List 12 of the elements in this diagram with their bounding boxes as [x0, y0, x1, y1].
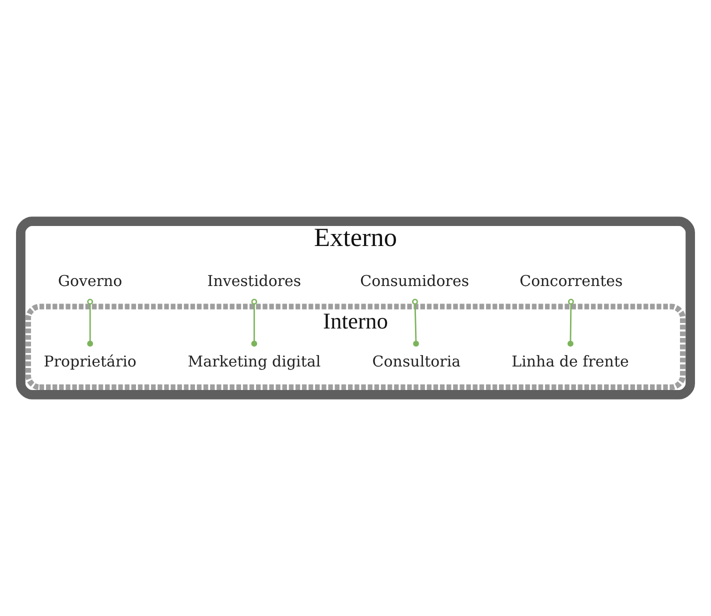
node-text: Consumidores	[360, 272, 470, 290]
connector	[251, 298, 258, 347]
node-text: Governo	[58, 272, 122, 290]
node-text: Proprietário	[44, 352, 136, 370]
node-text: Concorrentes	[520, 272, 623, 290]
node-text: Consultoria	[372, 352, 461, 370]
node-text: Linha de frente	[512, 352, 629, 370]
connector	[87, 298, 94, 347]
node-text: Marketing digital	[188, 352, 321, 370]
connector	[412, 298, 419, 347]
connector	[568, 298, 574, 347]
node-text: Investidores	[207, 272, 302, 290]
